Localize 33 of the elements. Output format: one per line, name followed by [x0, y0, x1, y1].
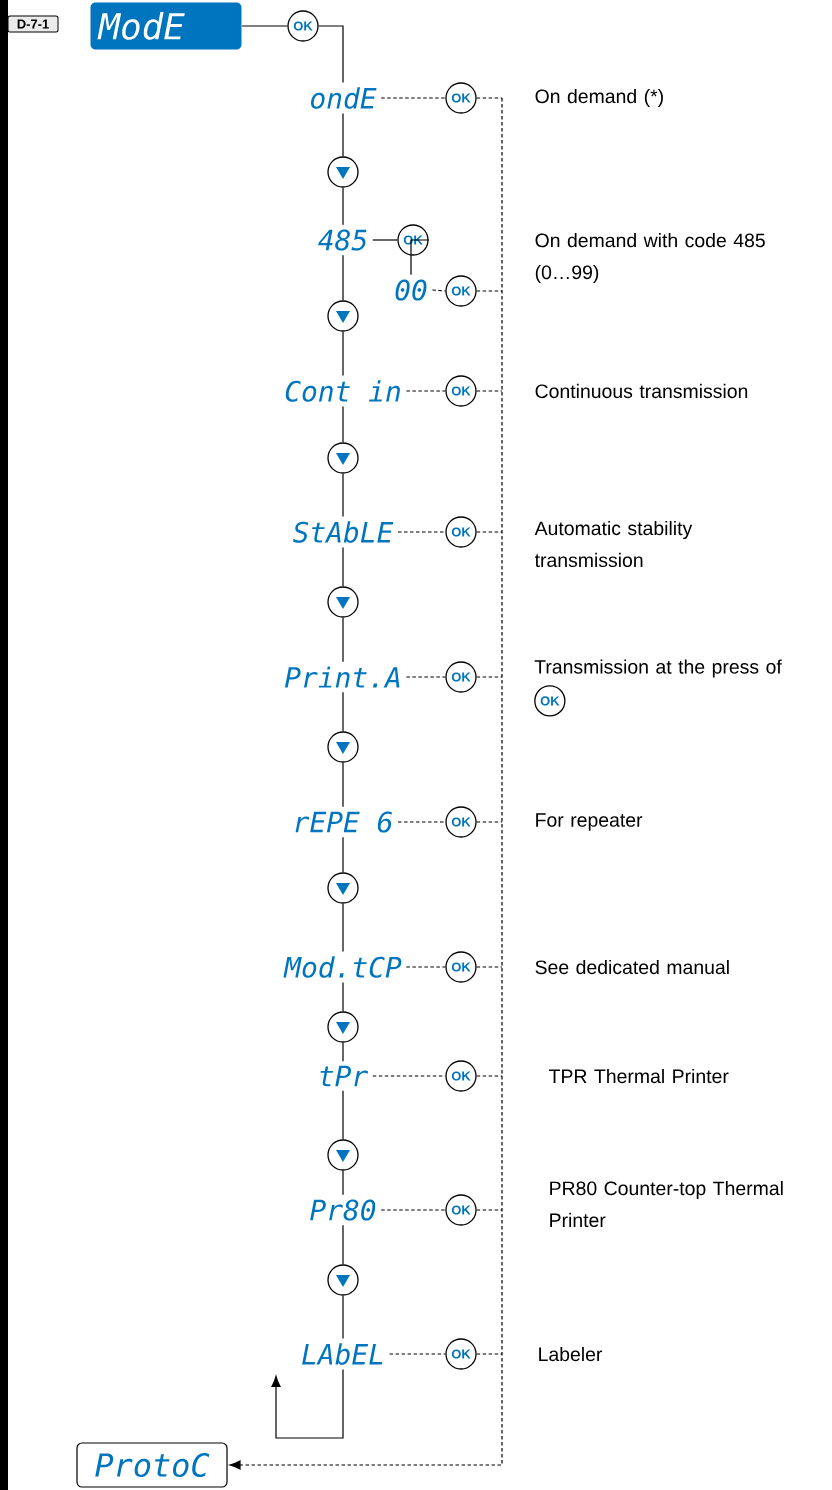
display-box: ProtoC [76, 1442, 228, 1488]
display-text: ondE [311, 87, 377, 109]
display-text: Cont in [285, 380, 400, 402]
display-title-box: ModE [90, 2, 242, 50]
tag-box: D-7-1 [7, 15, 59, 33]
display-text: rEPE 6 [295, 811, 392, 833]
description-text: TPR Thermal Printer [549, 1068, 729, 1084]
down-button-icon [327, 1264, 359, 1296]
display-text: Mod.tCP [283, 956, 402, 978]
down-button-icon [327, 300, 359, 332]
description-text: On demand (*) [535, 88, 663, 108]
description-text: For repeater [536, 813, 643, 831]
down-button-icon [327, 156, 359, 188]
description-text: Continuous transmission [535, 383, 748, 399]
down-button-icon [327, 1011, 359, 1043]
display-text: LAbEL [302, 1343, 383, 1365]
description-text: PR80 Counter-top Thermal Printer [550, 1180, 783, 1228]
down-button-icon [327, 442, 359, 474]
display-text: tPr [320, 1065, 368, 1087]
down-button-icon [327, 1139, 359, 1171]
down-button-icon [327, 586, 359, 618]
down-button-icon [327, 872, 359, 904]
description-text: Transmission at the press of OK [534, 659, 782, 717]
description-text: See dedicated manual [535, 959, 729, 975]
description-text: Labeler [539, 1346, 603, 1362]
display-text: Pr80 [310, 1199, 376, 1221]
display-text: 485 [318, 229, 367, 251]
description-text: On demand with code 485 (0…99) [535, 233, 765, 283]
display-text: StAbLE [292, 521, 394, 543]
display-text: Print.A [284, 666, 400, 688]
description-text: Automatic stability transmission [534, 520, 693, 568]
down-button-icon [327, 731, 359, 763]
display-text: 00 [395, 279, 427, 301]
